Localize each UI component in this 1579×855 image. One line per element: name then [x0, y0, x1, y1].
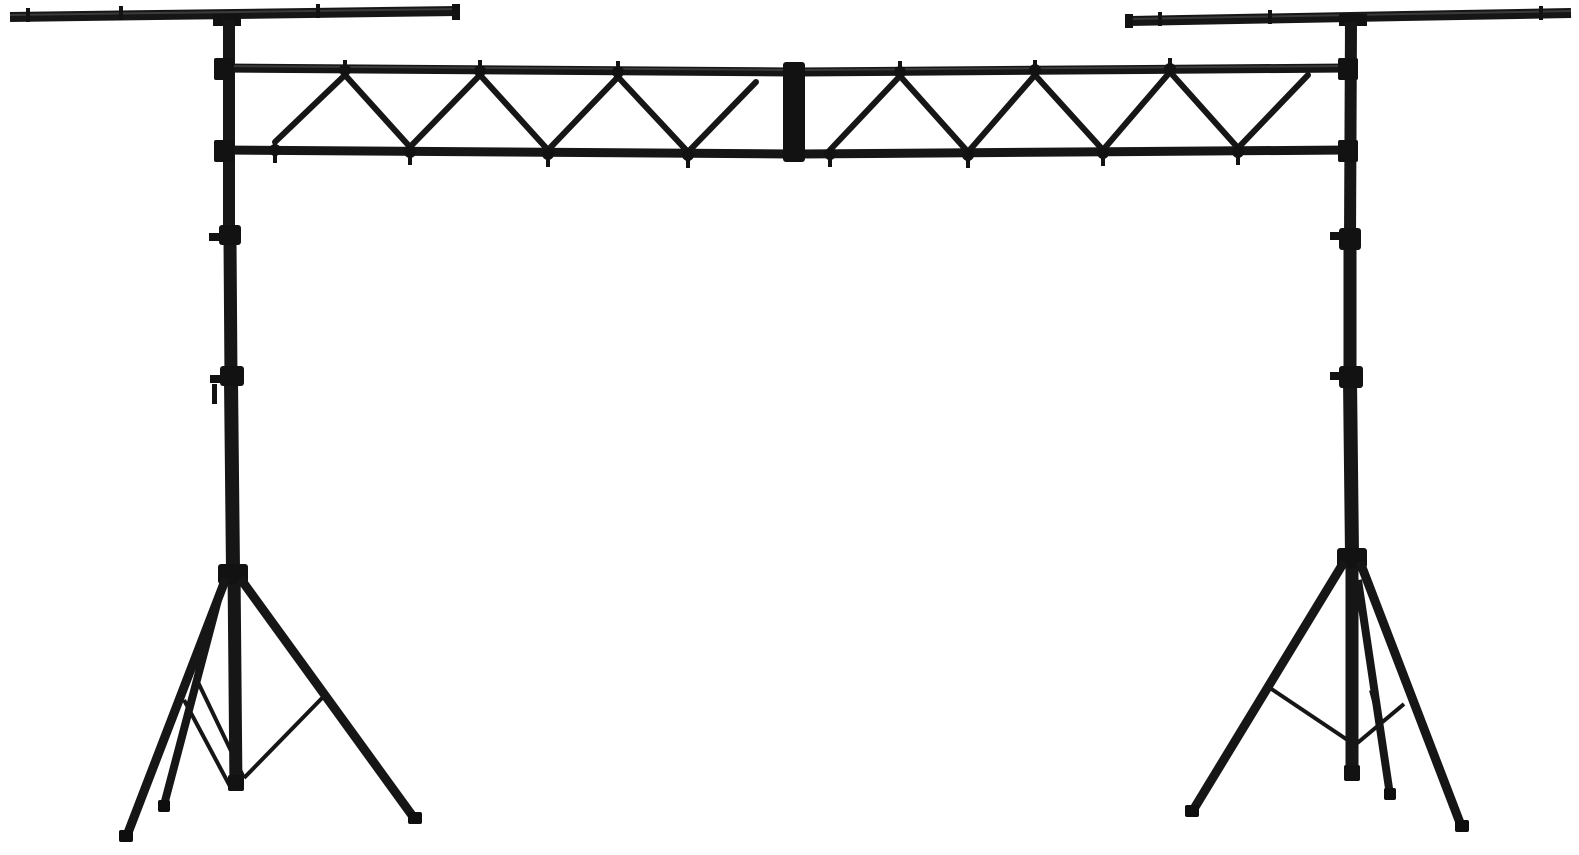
truss-left-section-bracing — [272, 72, 759, 155]
truss-right-section-bracing — [827, 69, 1311, 155]
right-mast — [1330, 21, 1363, 780]
left-mast — [209, 20, 244, 791]
right-t-bar — [1125, 6, 1572, 28]
truss-chords — [214, 58, 1358, 162]
left-t-bar — [9, 4, 460, 26]
truss-node-bolts — [269, 58, 1244, 168]
left-tripod-base — [119, 564, 422, 842]
right-tripod-base — [1185, 548, 1469, 832]
